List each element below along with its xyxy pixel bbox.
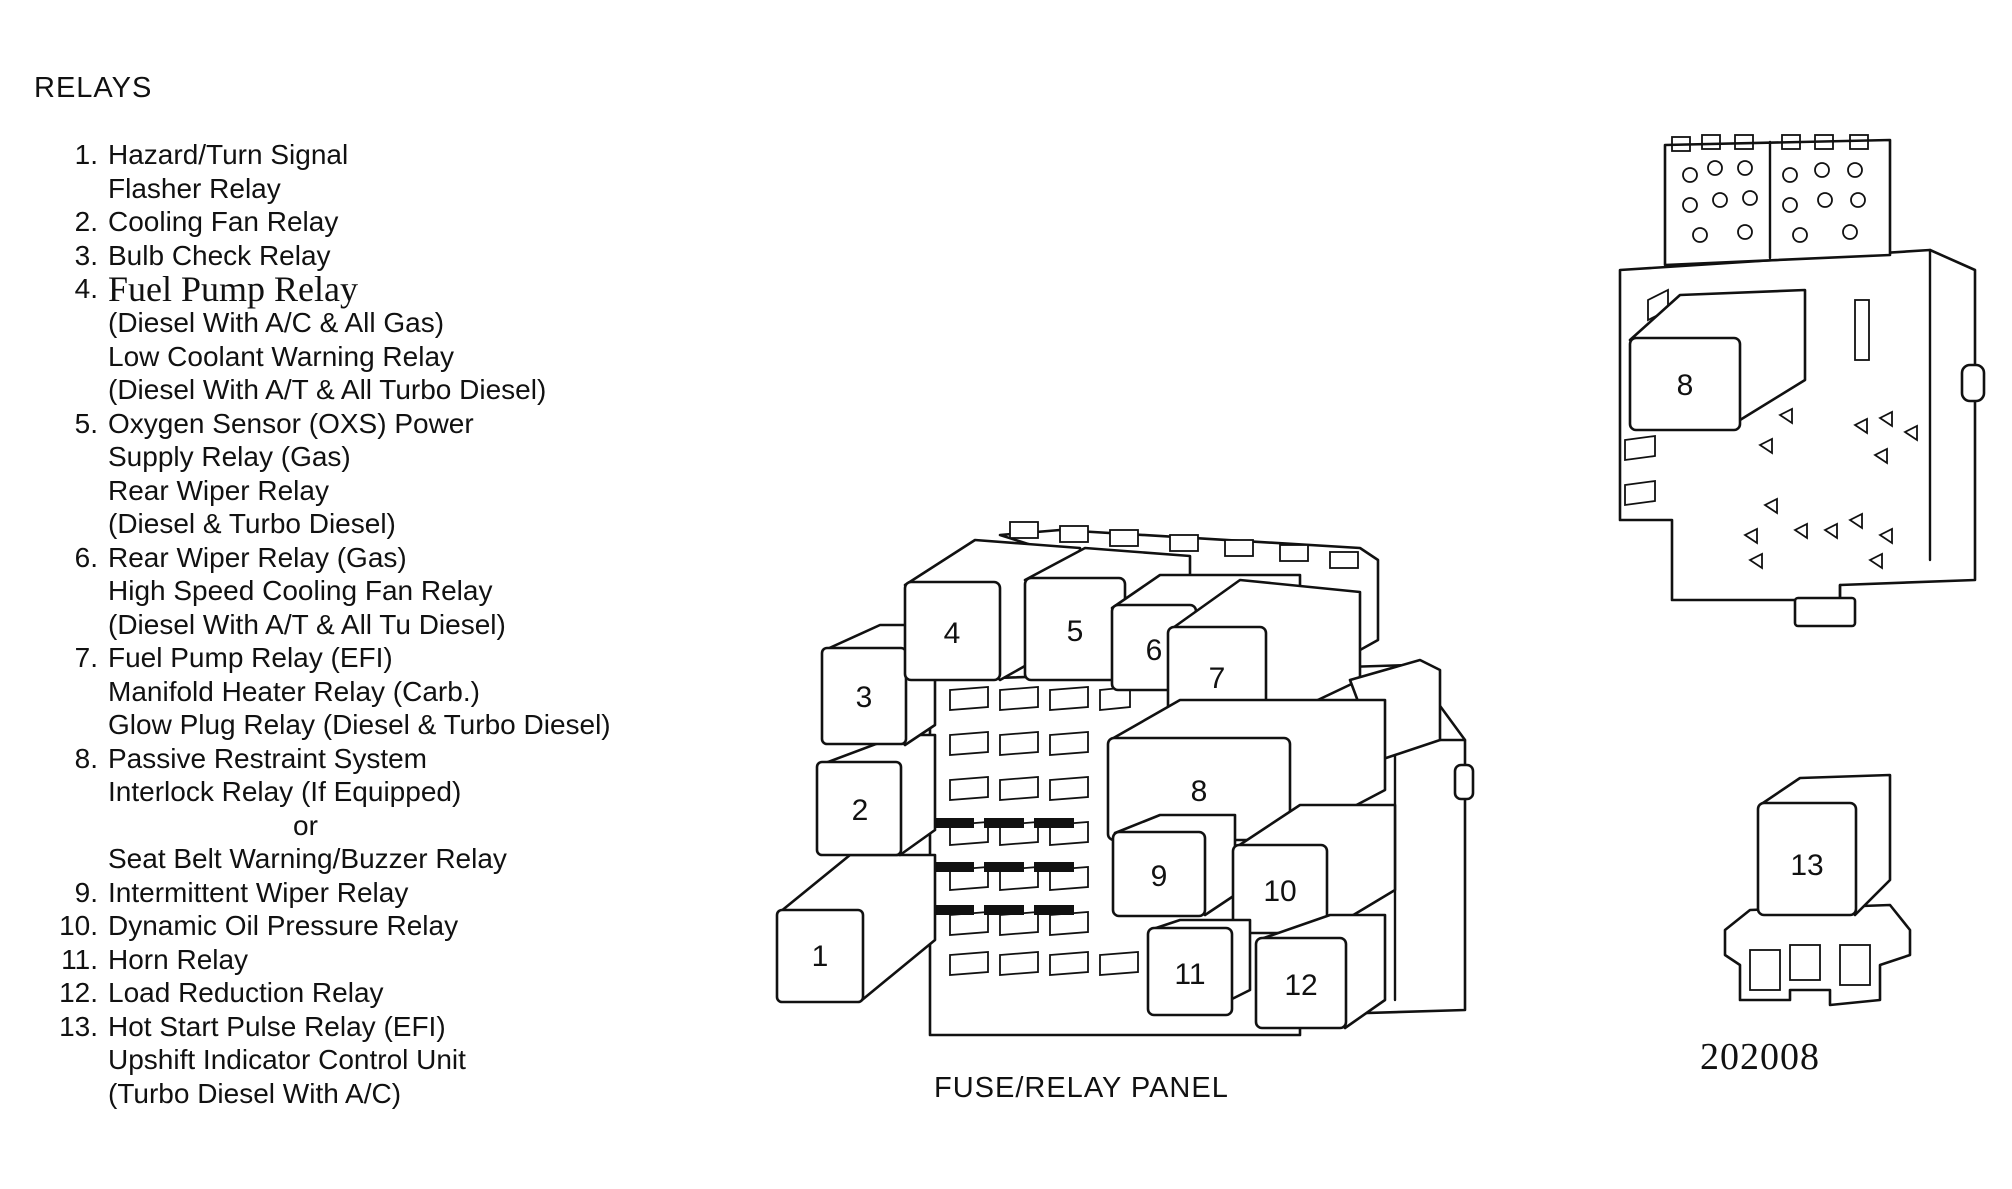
legend-line: Hazard/Turn Signal: [108, 139, 349, 170]
relay-11-label: 11: [1174, 958, 1205, 991]
legend-line: Load Reduction Relay: [108, 977, 384, 1008]
back-view-relay-8: 8: [1628, 288, 1807, 432]
legend-item: 13. Hot Start Pulse Relay (EFI)Upshift In…: [46, 1010, 746, 1111]
legend-item-text: Intermittent Wiper Relay: [108, 876, 746, 910]
legend-item-number: 11.: [61, 943, 98, 975]
legend-line: Hot Start Pulse Relay (EFI): [108, 1010, 446, 1042]
relay-5-label: 5: [1067, 615, 1084, 648]
legend-line: Rear Wiper Relay: [108, 474, 329, 506]
legend-item: 9. Intermittent Wiper Relay: [46, 876, 746, 910]
legend-item: 10. Dynamic Oil Pressure Relay: [46, 909, 746, 943]
relay-10: [1231, 803, 1397, 935]
legend-item: 11. Horn Relay: [46, 943, 746, 977]
relay-10-label: 10: [1263, 875, 1296, 908]
legend-line: Seat Belt Warning/Buzzer Relay: [108, 843, 507, 874]
relay-12-label: 12: [1284, 969, 1317, 1002]
relay-4-label: 4: [944, 617, 961, 650]
legend-line: Low Coolant Warning Relay: [108, 340, 455, 372]
legend-line: (Diesel With A/T & All Turbo Diesel): [108, 374, 547, 405]
legend-item-text: Rear Wiper Relay (Gas)High Speed Cooling…: [108, 541, 746, 642]
relay-8: [1106, 698, 1387, 842]
relay-7-label: 7: [1209, 662, 1226, 695]
legend-line: Horn Relay: [108, 943, 249, 975]
legend-item-number: 4.: [74, 273, 98, 304]
fuse-grid: [934, 686, 1139, 976]
legend-item-number: 5.: [74, 407, 98, 439]
relay-11: [1146, 918, 1252, 1017]
legend-item-text: Load Reduction Relay: [108, 976, 746, 1010]
legend-item-text: Fuel Pump Relay (EFI)Manifold Heater Rel…: [108, 641, 746, 742]
legend-line: Rear Wiper Relay (Gas): [108, 541, 407, 573]
relay-9-label: 9: [1151, 860, 1168, 893]
relay-2: [815, 733, 937, 857]
legend-line: Fuel Pump Relay: [108, 269, 358, 309]
relay-6-label: 6: [1146, 634, 1163, 667]
legend-item: 7. Fuel Pump Relay (EFI)Manifold Heater R…: [46, 641, 746, 742]
legend-line: Fuel Pump Relay (EFI): [108, 642, 393, 673]
legend-line: Bulb Check Relay: [108, 239, 331, 271]
legend-item-number: 9.: [74, 876, 98, 908]
legend-line: Glow Plug Relay (Diesel & Turbo Diesel): [108, 709, 611, 740]
relay-1-label: 1: [812, 940, 829, 973]
legend-line: or: [293, 809, 318, 841]
legend-item-text: Cooling Fan Relay: [108, 205, 746, 239]
legend-item: 2. Cooling Fan Relay: [46, 205, 746, 239]
legend-line: High Speed Cooling Fan Relay: [108, 575, 493, 606]
legend-item-number: 2.: [74, 206, 98, 237]
legend-line: (Diesel With A/C & All Gas): [108, 307, 445, 338]
relay-9: [1111, 813, 1237, 918]
relay-2-label: 2: [852, 794, 869, 827]
legend-item-number: 13.: [59, 1010, 98, 1042]
relay-8-label: 8: [1191, 775, 1208, 808]
legend-line: Flasher Relay: [108, 172, 281, 204]
legend-item-number: 7.: [74, 642, 98, 673]
legend-line: Passive Restraint System: [108, 742, 427, 774]
back-view-relay-8-label: 8: [1677, 369, 1694, 402]
legend-item-number: 12.: [59, 977, 98, 1008]
legend-line: Intermittent Wiper Relay: [108, 876, 409, 908]
relay-3-label: 3: [856, 681, 873, 714]
legend-line: (Turbo Diesel With A/C): [108, 1077, 402, 1109]
panel-caption: FUSE/RELAY PANEL: [934, 1072, 1229, 1104]
legend-item: 6. Rear Wiper Relay (Gas)High Speed Cooli…: [46, 541, 746, 642]
panel-back-view-drawing: 8: [1618, 134, 1986, 628]
legend-item-text: Dynamic Oil Pressure Relay: [108, 909, 746, 943]
figure-id: 202008: [1700, 1036, 1820, 1078]
legend-item-number: 10.: [59, 910, 98, 941]
legend-line: Manifold Heater Relay (Carb.): [108, 675, 480, 707]
legend-item-text: Fuel Pump Relay(Diesel With A/C & All Ga…: [108, 269, 746, 407]
legend-item-text: Horn Relay: [108, 943, 746, 977]
legend-item-text: Bulb Check Relay: [108, 239, 746, 273]
relay-13-drawing: 13: [1723, 773, 1912, 1007]
legend-line: (Diesel With A/T & All Tu Diesel): [108, 608, 506, 640]
legend-line: Oxygen Sensor (OXS) Power: [108, 407, 474, 439]
legend-item-text: Hot Start Pulse Relay (EFI)Upshift Indic…: [108, 1010, 746, 1111]
legend-line: Interlock Relay (If Equipped): [108, 776, 462, 807]
legend-item-number: 8.: [74, 742, 98, 774]
legend-item-number: 3.: [74, 239, 98, 271]
legend-item-number: 6.: [74, 541, 98, 573]
relay-12: [1254, 913, 1387, 1030]
legend-title: RELAYS: [34, 72, 153, 104]
legend-item: 3. Bulb Check Relay: [46, 239, 746, 273]
relay-1: [775, 853, 937, 1004]
legend-line: Supply Relay (Gas): [108, 441, 351, 472]
legend-line: Dynamic Oil Pressure Relay: [108, 910, 459, 941]
legend-line: Cooling Fan Relay: [108, 206, 339, 237]
legend-line: (Diesel & Turbo Diesel): [108, 508, 396, 539]
relay-13-label: 13: [1790, 849, 1823, 882]
legend-line: Upshift Indicator Control Unit: [108, 1044, 466, 1075]
legend-item: 12. Load Reduction Relay: [46, 976, 746, 1010]
legend-item-number: 1.: [74, 139, 98, 170]
legend-item: 4. Fuel Pump Relay(Diesel With A/C & All …: [46, 269, 746, 407]
